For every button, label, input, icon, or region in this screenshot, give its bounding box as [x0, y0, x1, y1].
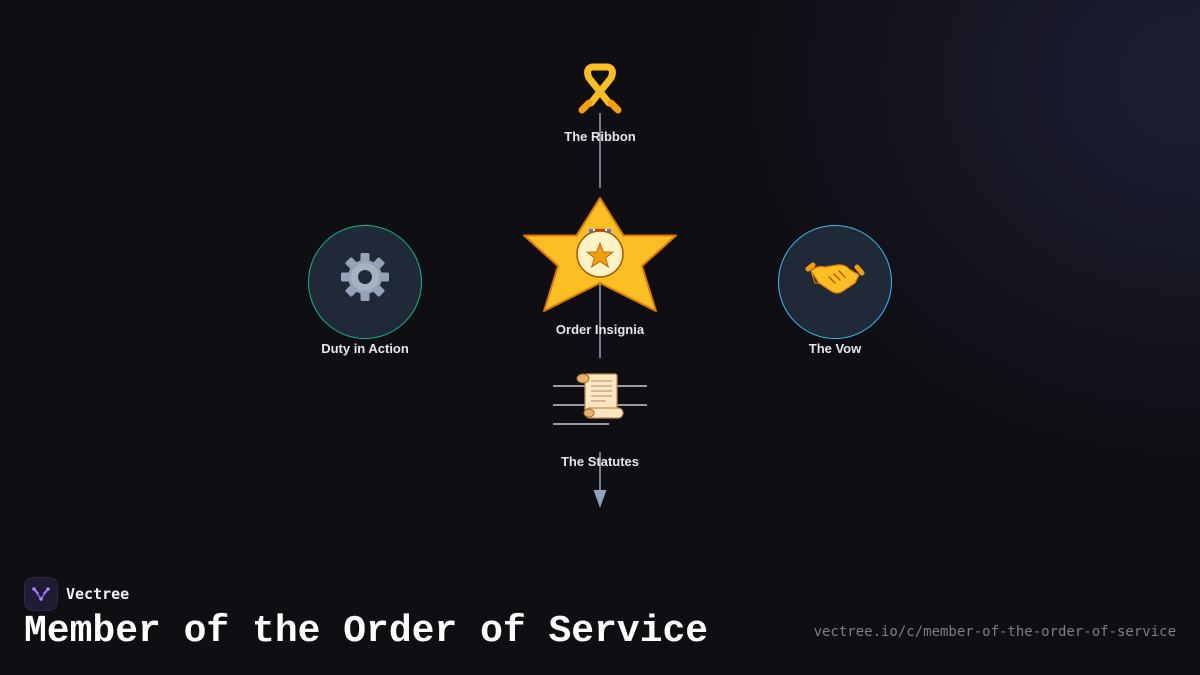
- vectree-logo-icon: [24, 577, 58, 611]
- page-url[interactable]: vectree.io/c/member-of-the-order-of-serv…: [813, 624, 1176, 640]
- node-label-duty: Duty in Action: [321, 341, 409, 356]
- medal-icon: [576, 229, 624, 278]
- ribbon-icon: [578, 63, 622, 114]
- brand-name: Vectree: [66, 585, 130, 603]
- node-label-ribbon: The Ribbon: [564, 129, 636, 144]
- arrowhead-icon: [593, 490, 607, 508]
- node-ribbon[interactable]: The Ribbon: [564, 63, 636, 144]
- node-insignia[interactable]: Order Insignia: [523, 197, 677, 337]
- gear-icon: [341, 253, 389, 301]
- scroll-icon: [576, 373, 624, 419]
- brand[interactable]: Vectree: [24, 577, 129, 611]
- node-label-vow: The Vow: [809, 341, 862, 356]
- node-statutes[interactable]: The Statutes: [553, 373, 647, 469]
- page-title: Member of the Order of Service: [24, 610, 709, 653]
- node-label-statutes: The Statutes: [561, 454, 639, 469]
- node-duty[interactable]: Duty in Action: [308, 225, 422, 357]
- node-label-insignia: Order Insignia: [556, 322, 645, 337]
- handshake-icon: [805, 262, 865, 294]
- node-vow[interactable]: The Vow: [778, 225, 892, 357]
